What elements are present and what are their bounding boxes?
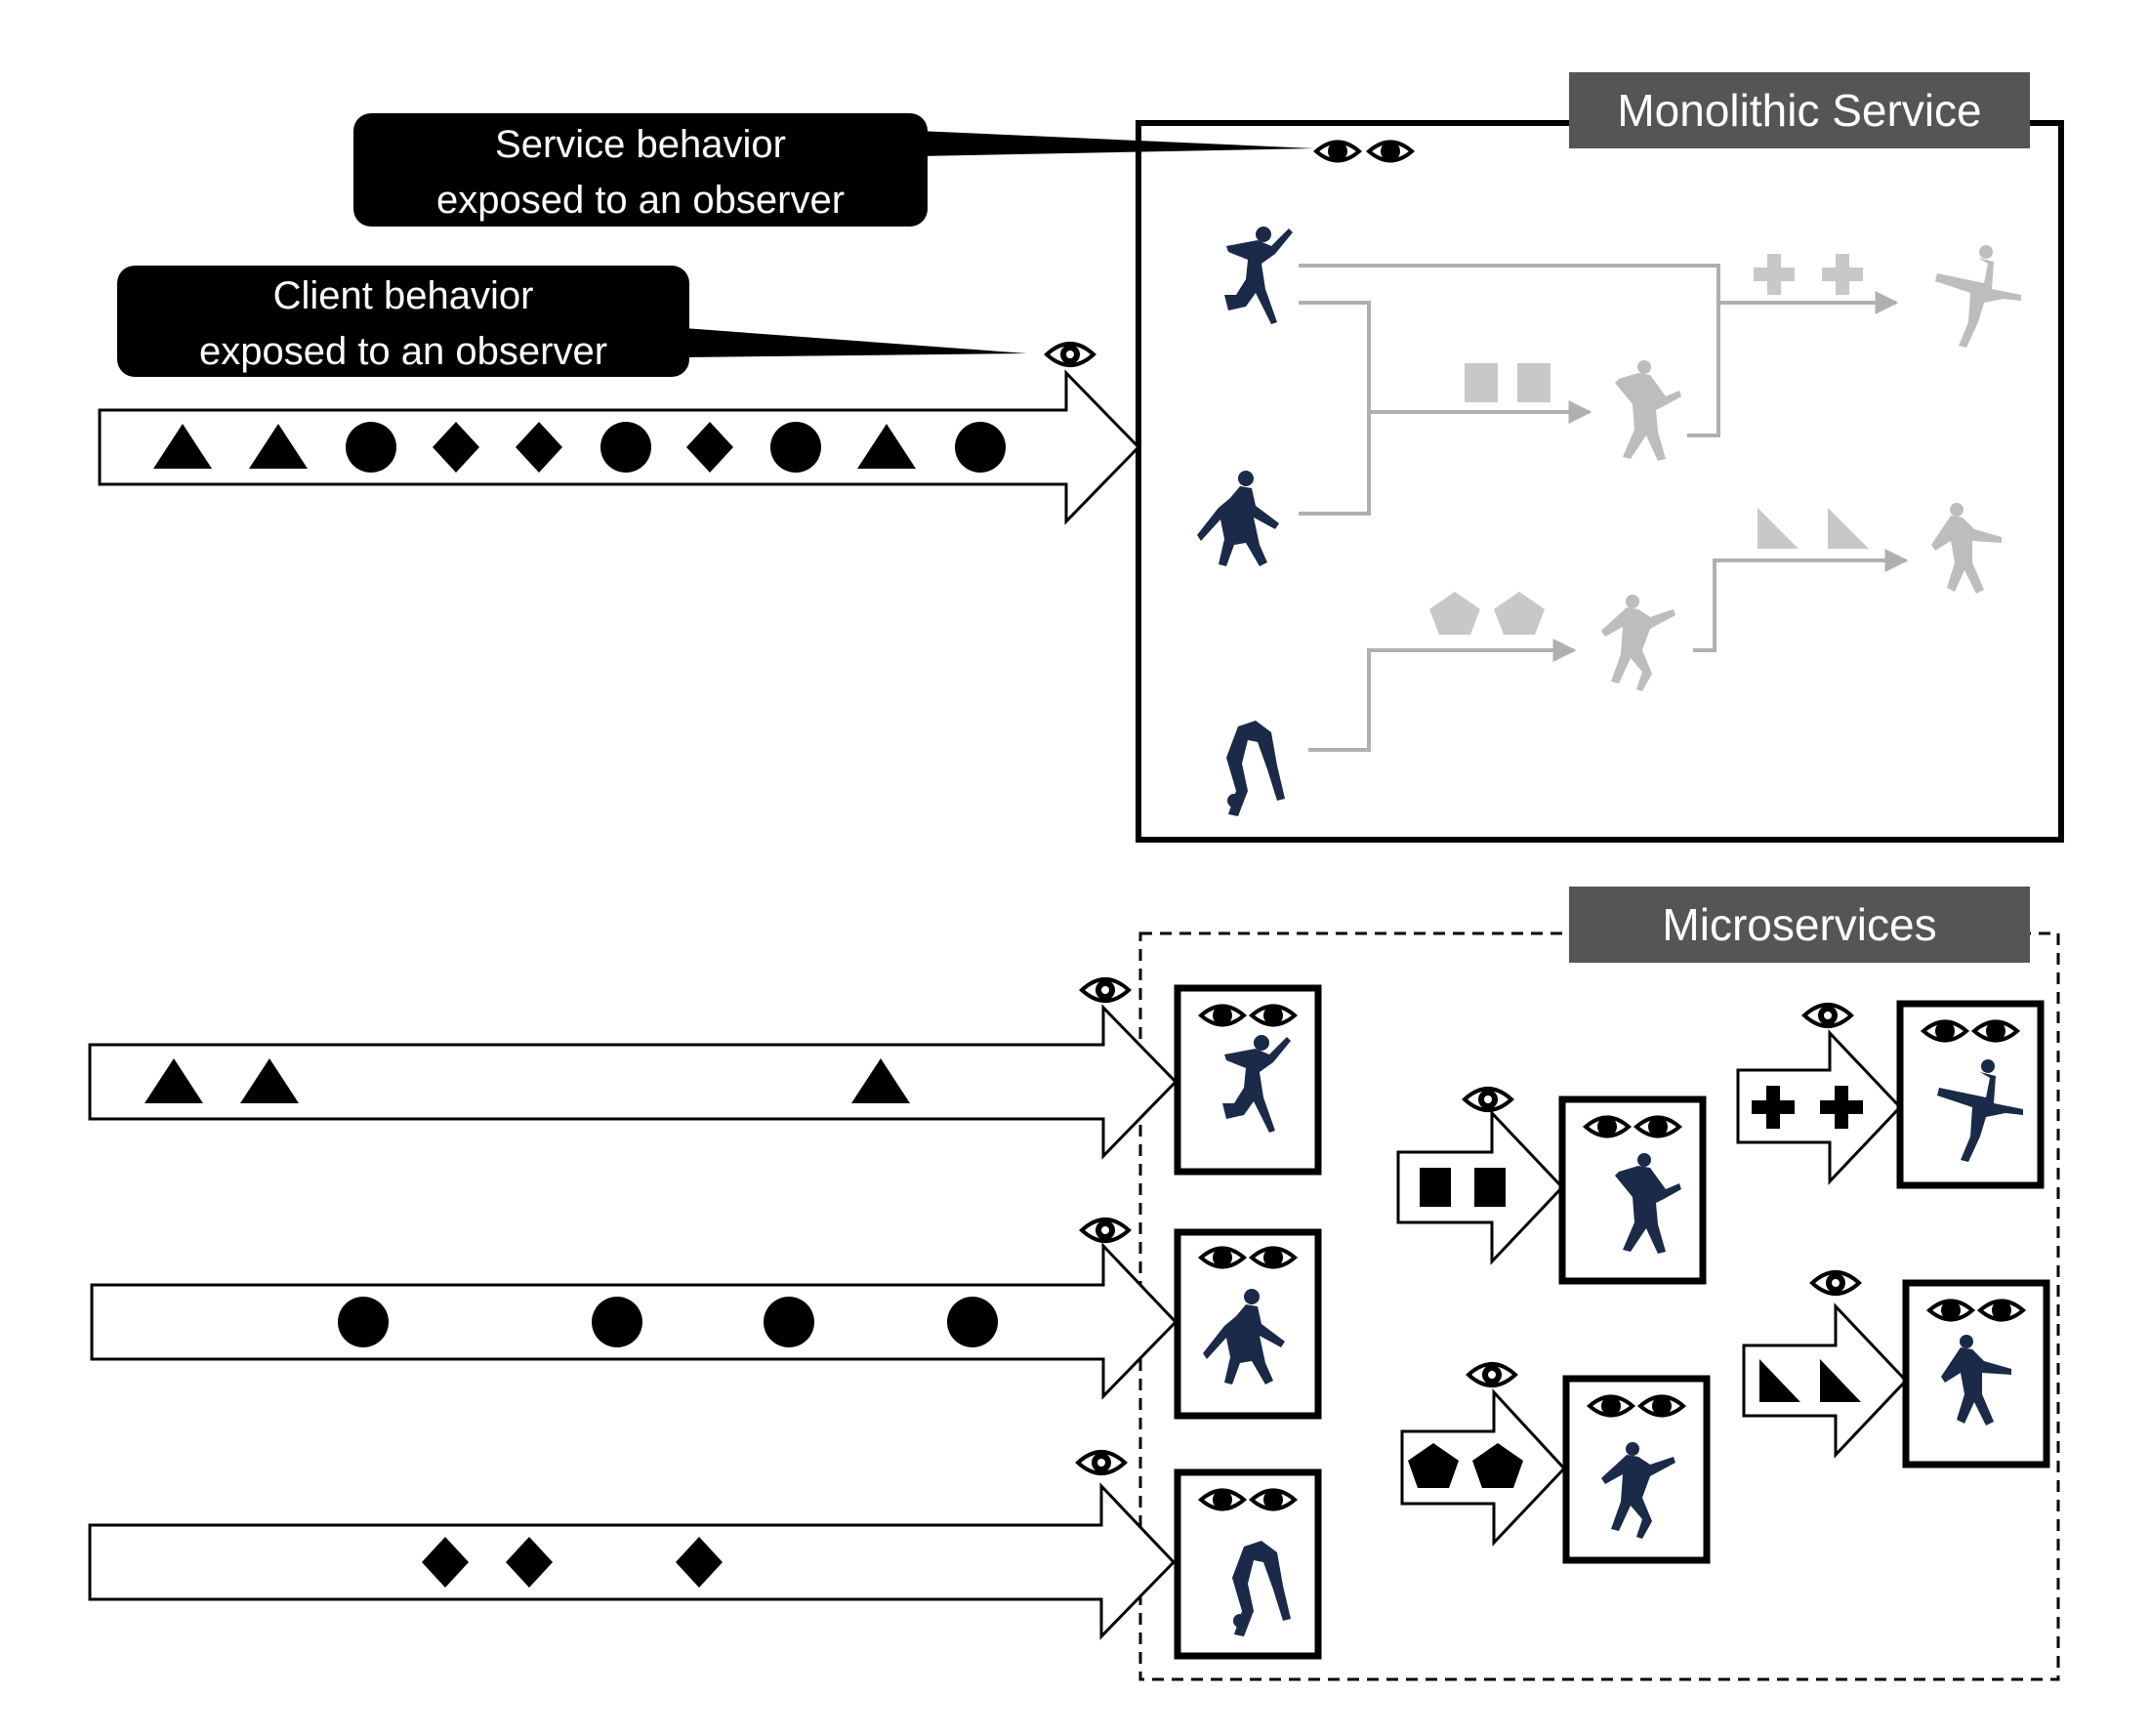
eye-icon xyxy=(1367,140,1414,163)
circle-shape xyxy=(947,1297,998,1347)
client-stream-circles xyxy=(90,1218,1178,1400)
microservice-7 xyxy=(1902,1279,2050,1468)
microservice-4 xyxy=(1558,1095,1707,1285)
microservice-2 xyxy=(1174,1228,1322,1420)
client-callout-line-2: exposed to an observer xyxy=(199,330,607,373)
internal-stream-pluses xyxy=(1736,1003,1903,1185)
eye-icon xyxy=(1045,342,1096,367)
microservice-6 xyxy=(1896,1000,2045,1189)
circle-shape xyxy=(346,422,396,473)
internal-flow-shapes xyxy=(1429,254,1869,635)
square-shape xyxy=(1474,1168,1506,1207)
monolith-title: Monolithic Service xyxy=(1617,85,1981,136)
client-stream-diamonds xyxy=(88,1450,1177,1640)
circle-shape xyxy=(592,1297,642,1347)
internal-stream-squares xyxy=(1396,1087,1565,1265)
circle-shape xyxy=(600,422,651,473)
client-behavior-callout: Client behavior exposed to an observer xyxy=(117,266,1027,377)
eye-icon xyxy=(1467,1362,1517,1387)
eye-icon xyxy=(1080,1218,1131,1243)
eye-icon xyxy=(1463,1087,1513,1112)
microservice-5 xyxy=(1562,1375,1711,1564)
monolith-title-bar xyxy=(1569,72,2030,148)
service-callout-line-2: exposed to an observer xyxy=(436,179,845,222)
eye-icon xyxy=(1080,977,1131,1003)
circle-shape xyxy=(338,1297,389,1347)
circle-shape xyxy=(764,1297,814,1347)
client-stream-triangles xyxy=(88,977,1178,1160)
microservices-title: Microservices xyxy=(1662,899,1936,950)
client-callout-line-1: Client behavior xyxy=(273,274,534,317)
square-shape xyxy=(1420,1168,1451,1207)
microservice-3 xyxy=(1174,1468,1322,1660)
service-behavior-callout: Service behavior exposed to an observer xyxy=(353,113,1314,227)
eye-icon xyxy=(1802,1003,1853,1028)
internal-stream-pentagons xyxy=(1400,1362,1567,1547)
monolith-box xyxy=(1136,120,2064,843)
circle-shape xyxy=(770,422,821,473)
eye-icon xyxy=(1314,140,1361,163)
internal-stream-right-triangles xyxy=(1742,1270,1909,1459)
eye-icon xyxy=(1810,1270,1861,1296)
circle-shape xyxy=(955,422,1006,473)
internal-flows xyxy=(1299,264,1909,752)
service-callout-line-1: Service behavior xyxy=(495,123,786,166)
microservices-title-bar xyxy=(1569,887,2030,963)
eye-icon xyxy=(1076,1450,1127,1475)
microservice-1 xyxy=(1174,984,1322,1176)
